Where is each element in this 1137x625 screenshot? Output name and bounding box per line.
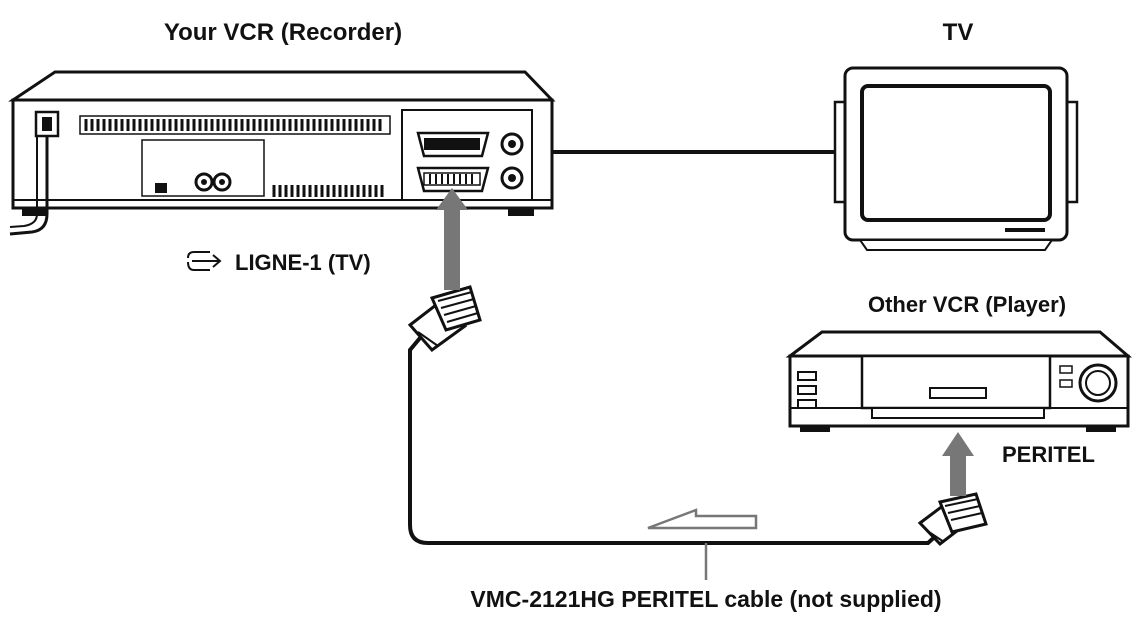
audio-jacks [194, 172, 232, 192]
peritel-cable [408, 330, 942, 545]
input-arrow-icon [187, 251, 222, 271]
player-vcr [785, 330, 1133, 432]
player-label: Other VCR (Player) [868, 292, 1066, 317]
peritel-socket-lower [416, 166, 490, 193]
recorder-vcr [8, 70, 556, 236]
vent-row-bottom [272, 185, 384, 197]
peritel-plug-player [917, 492, 988, 547]
rf-connectors [500, 132, 524, 190]
peritel-socket-upper [416, 131, 490, 158]
vent-row-top [79, 115, 391, 135]
tv-set [833, 66, 1079, 251]
peritel-label: PERITEL [1002, 442, 1095, 467]
input-port-label: LIGNE-1 (TV) [235, 250, 371, 275]
cable-label: VMC-2121HG PERITEL cable (not supplied) [470, 586, 941, 612]
tv-label: TV [943, 19, 974, 46]
recorder-label: Your VCR (Recorder) [164, 19, 402, 46]
peritel-plug-recorder [407, 285, 482, 353]
plug-in-arrow-recorder [436, 188, 468, 290]
signal-direction-arrow [647, 508, 758, 530]
plug-in-arrow-player [942, 432, 974, 496]
